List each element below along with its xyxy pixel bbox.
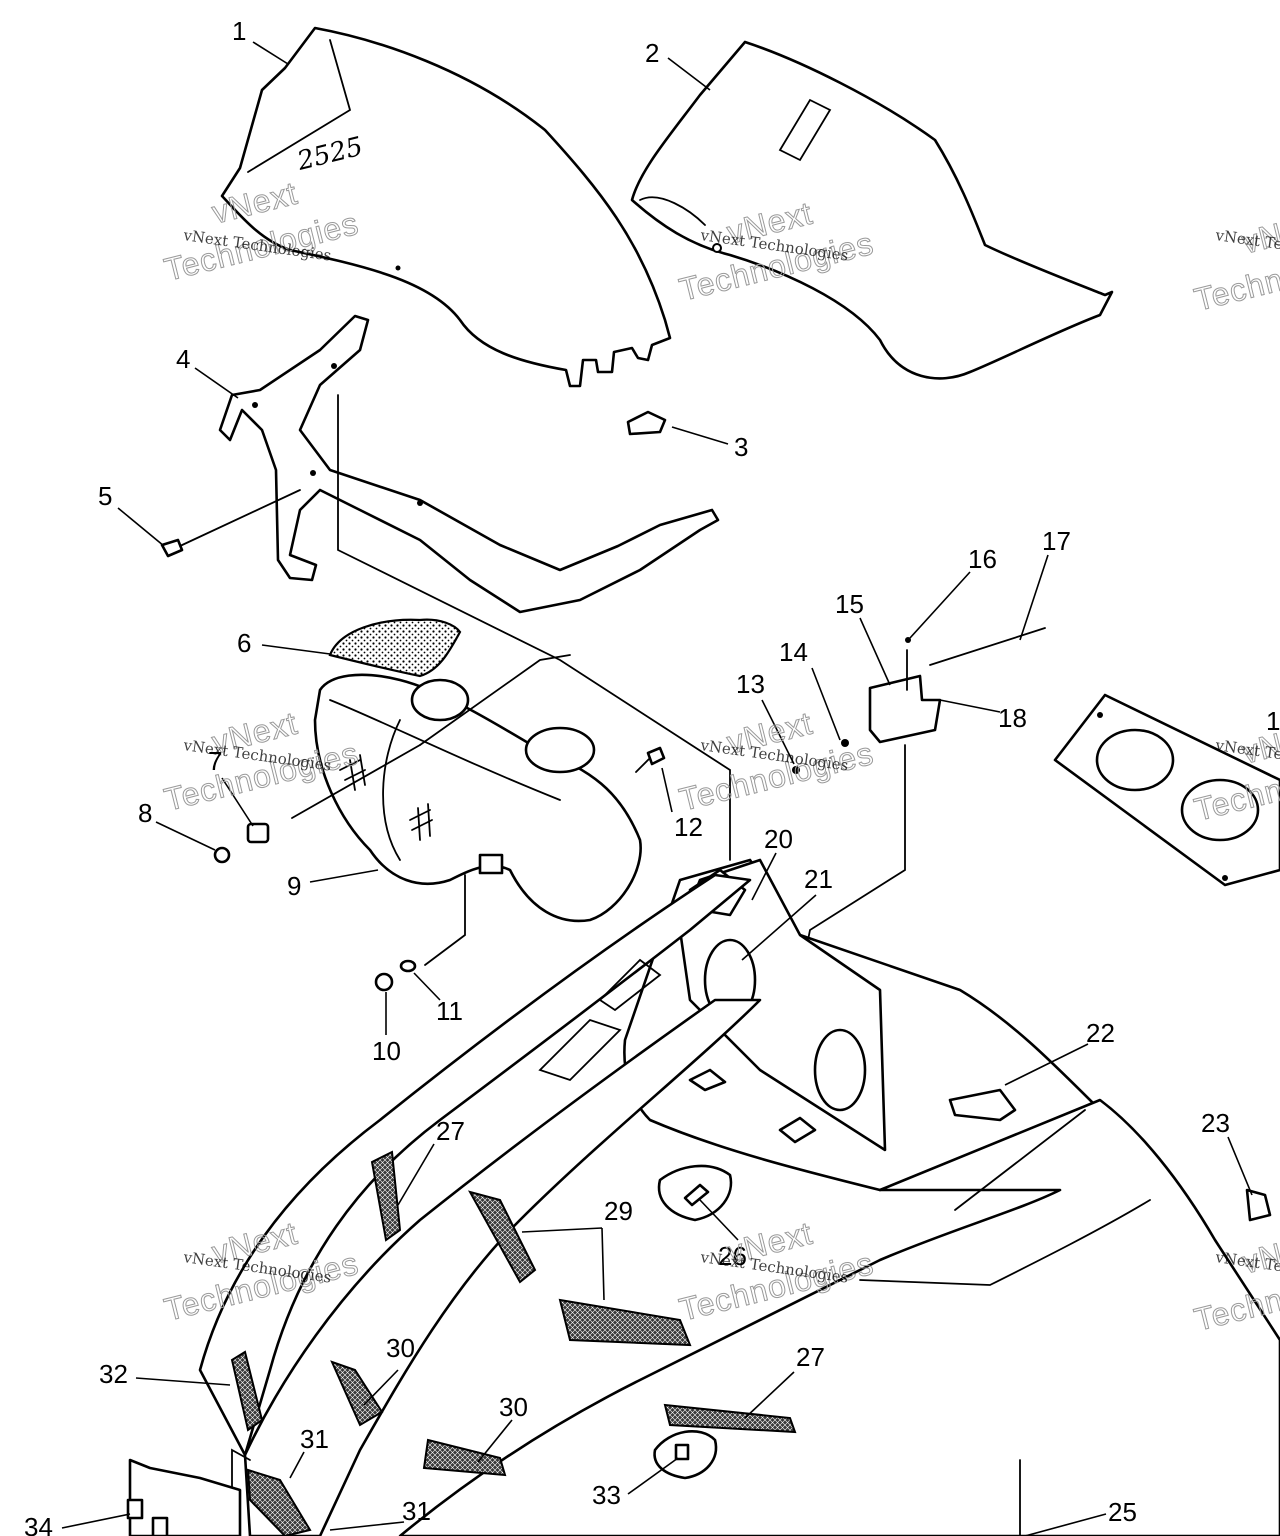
screw-5: [160, 489, 301, 558]
callout-18: 18: [998, 703, 1027, 733]
rod-17: [929, 627, 1046, 666]
vent-grilles: [230, 1150, 797, 1536]
callout-1: 1: [232, 16, 246, 46]
nut-8: [213, 846, 231, 864]
callout-3: 3: [734, 432, 748, 462]
vent-30-left: [330, 1360, 384, 1427]
callout-5: 5: [98, 481, 112, 511]
vent-27-left: [370, 1150, 402, 1242]
vent-30-center: [422, 1438, 507, 1477]
callout-29: 29: [604, 1196, 633, 1226]
callout-27-lower: 27: [796, 1342, 825, 1372]
bracket-23: [1245, 1188, 1272, 1222]
hardware-small: [213, 744, 666, 992]
vent-29-lower: [558, 1298, 692, 1347]
vent-29-upper: [467, 1190, 537, 1284]
nut-10: [374, 972, 394, 992]
callout-15: 15: [835, 589, 864, 619]
callout-32: 32: [99, 1359, 128, 1389]
foam-pad: [328, 618, 462, 678]
fasteners-misc: [126, 1164, 1272, 1536]
seat-part: [630, 40, 1114, 380]
windshield-part: 2525: [220, 26, 672, 388]
watermark-7: vNext Technologies: [1190, 204, 1280, 318]
callout-26: 26: [718, 1241, 747, 1271]
callout-8: 8: [138, 798, 152, 828]
callout-13: 13: [736, 669, 765, 699]
windshield-bracket: [218, 314, 731, 861]
callout-25: 25: [1108, 1497, 1137, 1527]
callout-1-edge: 1: [1266, 706, 1280, 736]
pin-16: [905, 637, 911, 643]
callout-23: 23: [1201, 1108, 1230, 1138]
vent-31-lower: [246, 1468, 312, 1536]
callout-21: 21: [804, 864, 833, 894]
callout-30-lower: 30: [499, 1392, 528, 1422]
plate-34: [128, 1458, 242, 1536]
callout-20: 20: [764, 824, 793, 854]
callout-4: 4: [176, 344, 190, 374]
callout-34: 34: [24, 1512, 53, 1536]
callout-12: 12: [674, 812, 703, 842]
vent-27-right: [663, 1403, 797, 1434]
reflector-plate: [1053, 693, 1280, 887]
callout-7: 7: [208, 746, 222, 776]
leader-lines: [61, 41, 1253, 1536]
callout-labels: 1 2 3 4 5 6 7 8 9 10 11 12 13 14 15 16 1…: [24, 16, 1280, 1536]
nut-7: [246, 822, 270, 844]
washer-11: [399, 959, 417, 973]
clip-fastener-3: [626, 410, 667, 436]
vent-32: [230, 1350, 264, 1432]
callout-10: 10: [372, 1036, 401, 1066]
callout-22: 22: [1086, 1018, 1115, 1048]
callout-27-upper: 27: [436, 1116, 465, 1146]
callout-17: 17: [1042, 526, 1071, 556]
latch-bracket-15: [868, 674, 942, 744]
callout-16: 16: [968, 544, 997, 574]
callout-30-upper: 30: [386, 1333, 415, 1363]
callout-31-lower: 31: [402, 1496, 431, 1526]
callout-6: 6: [237, 628, 251, 658]
screw-12: [646, 746, 666, 766]
latch-assembly: [792, 627, 1046, 956]
callout-2: 2: [645, 38, 659, 68]
callout-31-upper: 31: [300, 1424, 329, 1454]
callout-14: 14: [779, 637, 808, 667]
callout-33: 33: [592, 1480, 621, 1510]
callout-9: 9: [287, 871, 301, 901]
headlight-housing: [313, 654, 642, 966]
callout-11: 11: [436, 996, 463, 1026]
